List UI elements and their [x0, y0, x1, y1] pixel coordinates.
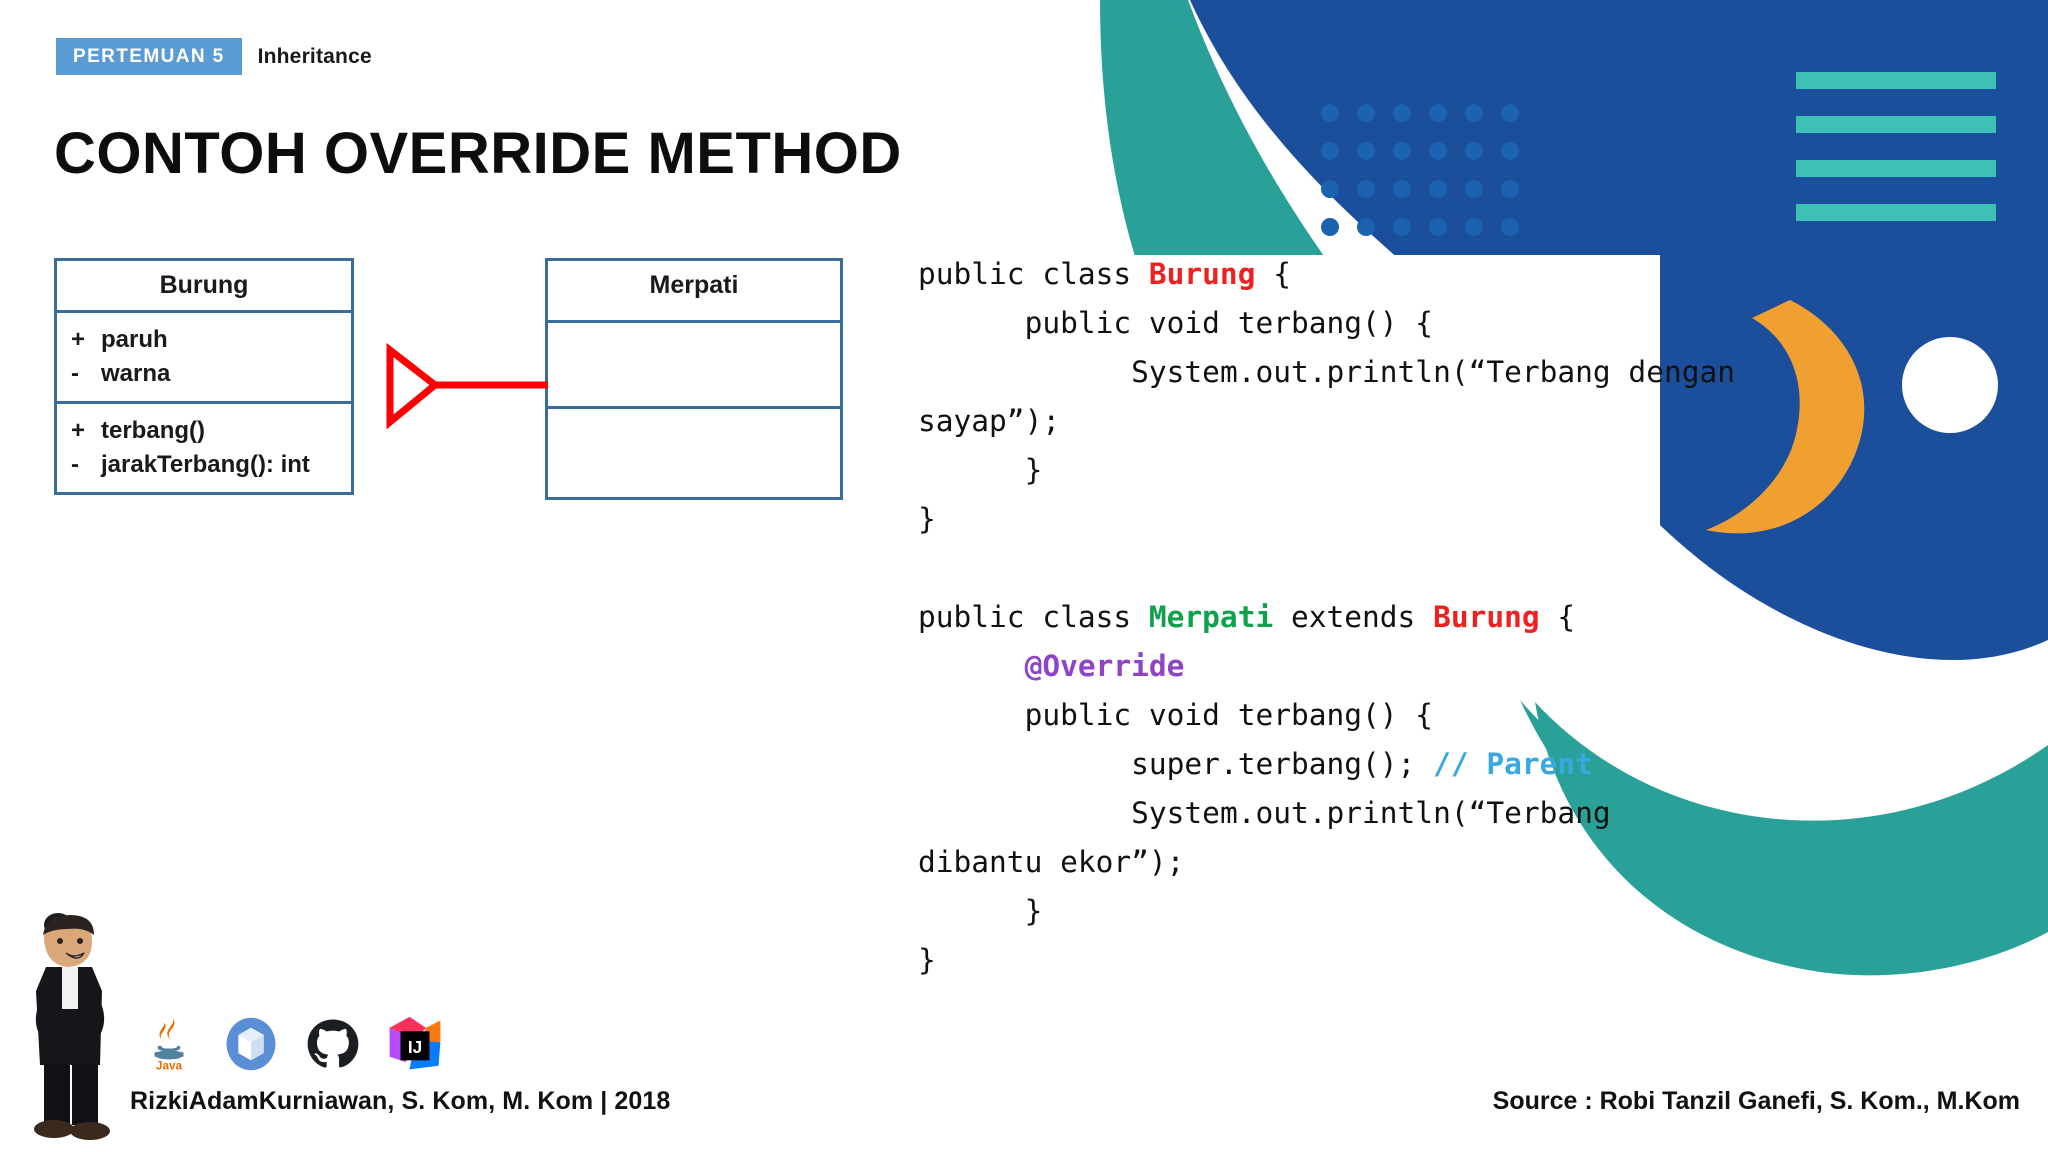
slide-header: PERTEMUAN 5 Inheritance [56, 38, 372, 75]
netbeans-logo [226, 1017, 276, 1071]
code-token: Merpati [1148, 600, 1274, 634]
code-token: extends [1273, 600, 1434, 634]
teal-bar-4 [1796, 204, 1996, 221]
footer-source: Source : Robi Tanzil Ganefi, S. Kom., M.… [1492, 1087, 2020, 1115]
uml-class-burung: Burung + paruh - warna + terbang() - jar… [54, 258, 354, 496]
teal-bar-1 [1796, 72, 1996, 89]
uml-burung-methods: + terbang() - jarakTerbang(): int [57, 404, 351, 492]
code-token: // Parent [1433, 747, 1593, 781]
pertemuan-badge: PERTEMUAN 5 [56, 38, 242, 75]
code-line: System.out.println(“Terbang dibantu ekor… [918, 789, 1738, 887]
code-line: System.out.println(“Terbang dengan sayap… [918, 348, 1738, 446]
teal-bar-2 [1796, 116, 1996, 133]
code-line: public void terbang() { [918, 691, 1738, 740]
code-block: public class Burung { public void terban… [918, 250, 1738, 985]
code-token: super.terbang(); [918, 747, 1434, 781]
code-line: } [918, 495, 1738, 544]
code-backdrop [900, 255, 1660, 700]
code-token: { [1539, 600, 1576, 634]
code-token: @Override [1024, 649, 1185, 683]
uml-burung-attributes: + paruh - warna [57, 313, 351, 405]
uml-attribute-row: + paruh [71, 323, 337, 357]
svg-text:Java: Java [156, 1059, 183, 1072]
avatar-illustration [34, 913, 110, 1140]
header-subtitle: Inheritance [257, 44, 372, 68]
code-token: } [918, 453, 1043, 487]
visibility-marker: - [71, 451, 79, 479]
uml-merpati-name-compartment: Merpati [548, 261, 840, 323]
code-token: } [918, 502, 936, 536]
code-token: } [918, 894, 1043, 928]
generalization-arrow-icon [386, 342, 548, 430]
code-line: } [918, 936, 1738, 985]
code-token: System.out.println(“Terbang dibantu ekor… [918, 796, 1629, 879]
code-blank-line [918, 544, 1738, 593]
uml-merpati-methods [548, 409, 840, 497]
visibility-marker: - [71, 360, 79, 388]
code-token [918, 649, 1025, 683]
teal-bars-group [1796, 72, 1996, 221]
uml-method-row: - jarakTerbang(): int [71, 448, 337, 482]
github-logo [307, 1019, 359, 1068]
code-token: System.out.println(“Terbang dengan sayap… [918, 355, 1753, 438]
code-line: @Override [918, 642, 1738, 691]
attribute-label: paruh [101, 326, 168, 353]
svg-text:IJ: IJ [408, 1037, 422, 1057]
uml-method-row: + terbang() [71, 414, 337, 448]
page-title: CONTOH OVERRIDE METHOD [54, 121, 902, 186]
uml-attribute-row: - warna [71, 357, 337, 391]
code-token: public void terbang() { [918, 306, 1434, 340]
code-token: public void terbang() { [918, 698, 1434, 732]
code-token: Burung [1433, 600, 1540, 634]
code-line: } [918, 446, 1738, 495]
code-line: public void terbang() { [918, 299, 1738, 348]
dot-grid-group [1321, 104, 1519, 274]
code-line: } [918, 887, 1738, 936]
method-label: jarakTerbang(): int [101, 451, 310, 479]
code-line: public class Merpati extends Burung { [918, 593, 1738, 642]
attribute-label: warna [101, 360, 171, 388]
java-logo: Java [154, 1018, 184, 1072]
uml-burung-title: Burung [159, 271, 249, 299]
visibility-marker: + [71, 326, 86, 353]
white-circle-shape [1902, 337, 1998, 433]
teal-bar-3 [1796, 160, 1996, 177]
code-token: public class [918, 600, 1149, 634]
uml-class-merpati: Merpati [545, 258, 843, 500]
code-token: public class [918, 257, 1149, 291]
visibility-marker: + [71, 417, 86, 445]
code-token: { [1255, 257, 1291, 291]
tech-logo-row: Java IJ [140, 1015, 444, 1073]
uml-merpati-attributes [548, 323, 840, 409]
code-token: } [918, 943, 936, 977]
uml-merpati-title: Merpati [649, 271, 739, 299]
intellij-idea-logo: IJ [389, 1016, 441, 1070]
footer-author: RizkiAdamKurniawan, S. Kom, M. Kom | 201… [130, 1087, 671, 1115]
code-line: public class Burung { [918, 250, 1738, 299]
code-line: super.terbang(); // Parent [918, 740, 1738, 789]
method-label: terbang() [101, 417, 205, 445]
code-token: Burung [1148, 257, 1256, 291]
uml-burung-name-compartment: Burung [57, 261, 351, 313]
